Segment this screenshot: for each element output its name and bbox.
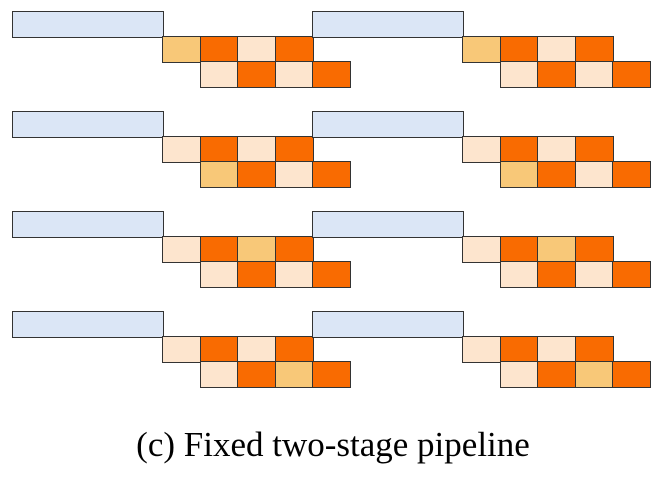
schedule-cell-highlight [237, 236, 276, 263]
schedule-cell [162, 136, 201, 163]
schedule-cell-highlight [574, 361, 614, 388]
schedule-cell [274, 236, 314, 263]
stage-block [312, 211, 464, 238]
stage-block [312, 11, 464, 38]
schedule-cell [237, 136, 276, 163]
schedule-cell [274, 61, 314, 88]
schedule-cell [574, 61, 614, 88]
schedule-cell [499, 236, 539, 263]
schedule-cell [274, 36, 314, 63]
schedule-cell [537, 361, 576, 388]
schedule-cell [237, 36, 276, 63]
stage-block [312, 111, 464, 138]
schedule-cell [574, 336, 614, 363]
schedule-cell [499, 336, 539, 363]
schedule-cell-highlight [499, 161, 539, 188]
stage-block [12, 211, 164, 238]
schedule-cell [237, 361, 276, 388]
schedule-cell [537, 261, 576, 288]
schedule-cell-highlight [199, 161, 239, 188]
schedule-cell [312, 161, 351, 188]
schedule-cell [537, 61, 576, 88]
schedule-cell [237, 336, 276, 363]
schedule-cell [199, 36, 239, 63]
schedule-cell [312, 361, 351, 388]
stage-block [12, 311, 164, 338]
schedule-cell [574, 236, 614, 263]
schedule-cell [574, 36, 614, 63]
schedule-cell [537, 336, 576, 363]
schedule-cell [162, 236, 201, 263]
schedule-cell [199, 336, 239, 363]
schedule-cell [574, 261, 614, 288]
schedule-cell-highlight [462, 36, 501, 63]
schedule-cell [312, 61, 351, 88]
schedule-cell [499, 61, 539, 88]
schedule-cell [499, 261, 539, 288]
schedule-cell-highlight [537, 236, 576, 263]
schedule-cell [574, 161, 614, 188]
schedule-cell [499, 136, 539, 163]
schedule-cell [537, 136, 576, 163]
figure-caption: (c) Fixed two-stage pipeline [136, 425, 530, 464]
schedule-cell [274, 336, 314, 363]
stage-block [12, 111, 164, 138]
stage-block [12, 11, 164, 38]
schedule-cell [612, 161, 651, 188]
schedule-cell [312, 261, 351, 288]
schedule-cell [537, 161, 576, 188]
schedule-cell [274, 161, 314, 188]
schedule-cell [274, 261, 314, 288]
schedule-cell [274, 136, 314, 163]
schedule-cell [537, 36, 576, 63]
schedule-cell [462, 336, 501, 363]
schedule-cell [237, 61, 276, 88]
schedule-cell [462, 236, 501, 263]
schedule-cell [199, 136, 239, 163]
schedule-cell [199, 361, 239, 388]
schedule-cell-highlight [274, 361, 314, 388]
schedule-cell [237, 261, 276, 288]
schedule-cell [462, 136, 501, 163]
schedule-cell [237, 161, 276, 188]
schedule-cell [499, 361, 539, 388]
schedule-cell [199, 236, 239, 263]
schedule-cell-highlight [162, 36, 201, 63]
stage-block [312, 311, 464, 338]
schedule-cell [199, 261, 239, 288]
schedule-cell [612, 261, 651, 288]
schedule-cell [612, 361, 651, 388]
schedule-cell [499, 36, 539, 63]
schedule-cell [612, 61, 651, 88]
schedule-cell [162, 336, 201, 363]
schedule-cell [199, 61, 239, 88]
schedule-cell [574, 136, 614, 163]
